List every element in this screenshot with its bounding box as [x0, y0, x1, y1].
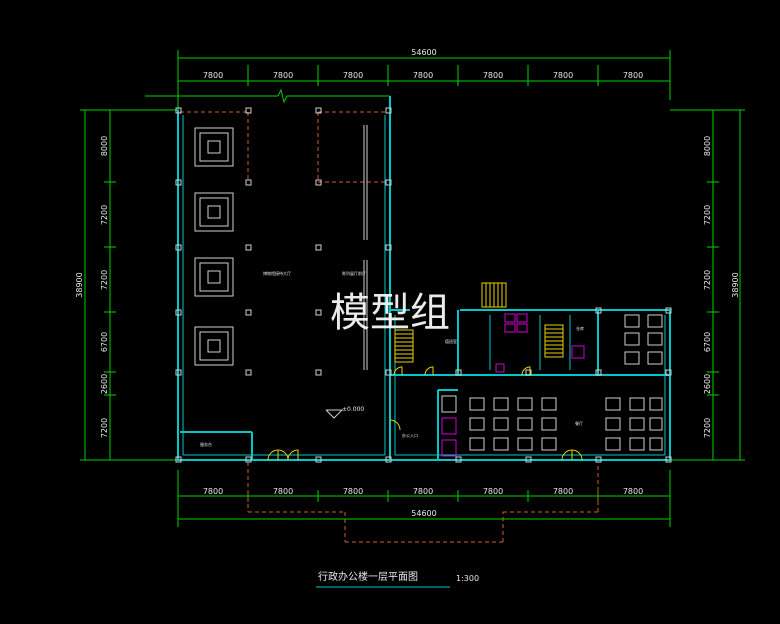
hall-b-label: 陈列展厅前厅 [342, 270, 366, 276]
hall-partitions [363, 125, 368, 370]
right-bay-3: 7200 [703, 270, 712, 290]
top-bay-labels: 7800 7800 7800 7800 7800 7800 7800 [203, 71, 643, 80]
display-cases [194, 127, 234, 366]
right-bay-1: 8000 [703, 136, 712, 156]
top-bay-5: 7800 [483, 71, 503, 80]
left-bay-3: 7200 [100, 270, 109, 290]
bottom-bay-7: 7800 [623, 487, 643, 496]
left-dimensions [80, 109, 178, 461]
office-label: 值班室 [445, 338, 457, 344]
top-total-dim: 54600 [411, 48, 436, 57]
top-dimensions [145, 50, 671, 112]
dining-tables [441, 314, 663, 451]
left-bay-labels: 8000 7200 7200 6700 2600 7200 [100, 136, 109, 438]
doors [267, 366, 583, 461]
bottom-bay-4: 7800 [413, 487, 433, 496]
left-total-dim: 38900 [75, 272, 84, 297]
columns [175, 107, 672, 463]
right-bay-labels: 8000 7200 7200 6700 2600 7200 [703, 136, 712, 438]
dashed-grid [180, 111, 599, 543]
right-bay-5: 2600 [703, 374, 712, 394]
top-bay-7: 7800 [623, 71, 643, 80]
duty-label: 服务台 [200, 441, 212, 447]
left-bay-5: 2600 [100, 374, 109, 394]
bottom-bay-1: 7800 [203, 487, 223, 496]
store-label: 仓库 [576, 325, 584, 331]
stairs [394, 282, 564, 363]
drawing-scale: 1:300 [456, 574, 479, 583]
bottom-bay-labels: 7800 7800 7800 7800 7800 7800 7800 [203, 487, 643, 496]
inner-walls [182, 115, 666, 456]
right-bay-4: 6700 [703, 332, 712, 352]
left-bay-4: 6700 [100, 332, 109, 352]
left-bay-1: 8000 [100, 136, 109, 156]
walls [177, 96, 671, 461]
entrance-label: 办公入口 [402, 432, 418, 438]
bottom-bay-3: 7800 [343, 487, 363, 496]
level-label: ±0.000 [342, 406, 364, 413]
dining-label: 餐厅 [575, 420, 583, 426]
left-bay-2: 7200 [100, 205, 109, 225]
left-bay-6: 7200 [100, 418, 109, 438]
top-bay-3: 7800 [343, 71, 363, 80]
watermark: 模型组 [330, 290, 450, 336]
right-bay-6: 7200 [703, 418, 712, 438]
top-bay-4: 7800 [413, 71, 433, 80]
bottom-bay-2: 7800 [273, 487, 293, 496]
right-total-dim: 38900 [731, 272, 740, 297]
restroom-fixtures [441, 313, 585, 457]
bottom-bay-6: 7800 [553, 487, 573, 496]
right-bay-2: 7200 [703, 205, 712, 225]
hall-a-label: 博物馆接待大厅 [263, 270, 291, 276]
bottom-bay-5: 7800 [483, 487, 503, 496]
right-dimensions [670, 109, 745, 461]
bottom-total-dim: 54600 [411, 509, 436, 518]
level-marker [325, 409, 344, 419]
drawing-title: 行政办公楼一层平面图 [318, 570, 418, 583]
bottom-dimensions [177, 470, 671, 527]
top-bay-6: 7800 [553, 71, 573, 80]
top-bay-1: 7800 [203, 71, 223, 80]
top-bay-2: 7800 [273, 71, 293, 80]
